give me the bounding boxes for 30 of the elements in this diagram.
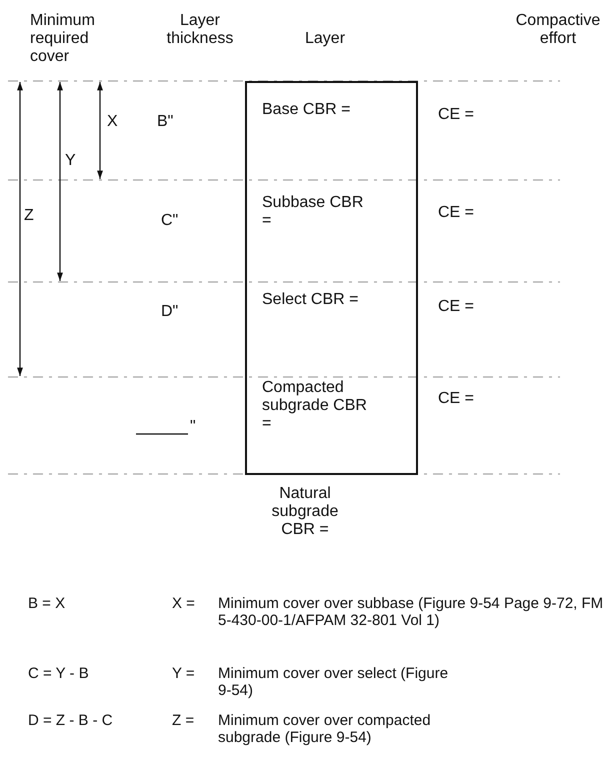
- formula: D = Z - B - C: [28, 712, 114, 729]
- variable-label: Z =: [172, 712, 196, 729]
- compactive-effort-label: CE =: [438, 298, 476, 316]
- column-heading: Layer: [305, 30, 346, 48]
- column-heading: Layer thickness: [166, 12, 234, 48]
- dimension-label: Y: [65, 152, 77, 170]
- compactive-effort-label: CE =: [438, 204, 476, 222]
- layer-label: Compacted subgrade CBR =: [262, 379, 372, 433]
- definition: Minimum cover over subbase (Figure 9-54 Page 9-72, FM 5-430-00-1/AFPAM 32-801 Vol 1): [218, 595, 604, 629]
- column-heading: Minimum required cover: [30, 12, 96, 66]
- layer-column-frame: [245, 81, 418, 475]
- formula: C = Y - B: [28, 665, 90, 682]
- layer-label: Select CBR =: [262, 291, 372, 309]
- dimension-label: Z: [24, 207, 35, 225]
- formula: B = X: [28, 595, 66, 612]
- definition: Minimum cover over select (Figure 9-54): [218, 665, 450, 699]
- thickness-label: D": [161, 303, 180, 321]
- layer-label: Base CBR =: [262, 101, 372, 119]
- layer-label: Natural subgrade CBR =: [270, 485, 340, 539]
- thickness-label: B": [157, 113, 174, 131]
- variable-label: X =: [172, 595, 196, 612]
- variable-label: Y =: [172, 665, 196, 682]
- compactive-effort-label: CE =: [438, 106, 476, 124]
- layer-label: Subbase CBR =: [262, 194, 372, 230]
- inch-mark: ": [190, 418, 197, 436]
- thickness-label: C": [161, 212, 180, 230]
- column-heading: Compactive effort: [514, 12, 602, 48]
- dimension-label: X: [107, 113, 119, 131]
- definition: Minimum cover over compacted subgrade (Figure 9-54): [218, 712, 432, 746]
- compactive-effort-label: CE =: [438, 390, 476, 408]
